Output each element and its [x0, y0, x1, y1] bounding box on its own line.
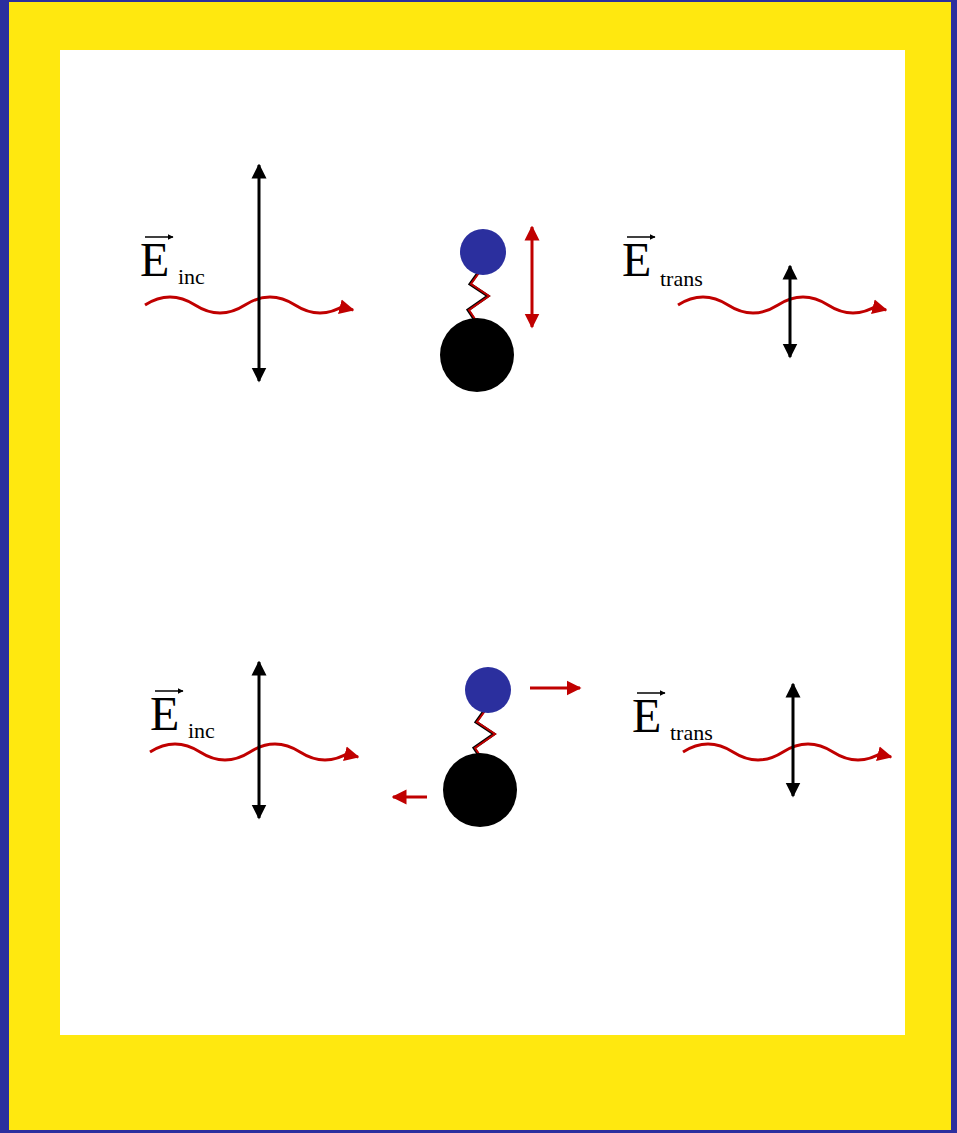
- heavy-atom: [443, 753, 517, 827]
- wave-arrow: [345, 305, 353, 310]
- wave: [150, 744, 350, 760]
- motion-arrow: [393, 796, 427, 799]
- wave: [678, 297, 878, 313]
- spring: [469, 270, 489, 322]
- field-symbol: E: [150, 690, 179, 738]
- subscript: trans: [670, 722, 713, 744]
- light-atom: [465, 667, 511, 713]
- motion-arrow: [530, 687, 580, 690]
- vibration-arrow: [531, 227, 534, 327]
- subscript: inc: [178, 266, 205, 288]
- subscript: inc: [188, 720, 215, 742]
- field-arrow: [258, 662, 261, 818]
- field-symbol: E: [632, 692, 661, 740]
- yellow-frame: [9, 2, 951, 1130]
- white-panel: [60, 50, 905, 1035]
- wave-arrow: [883, 752, 891, 757]
- spring: [468, 270, 488, 322]
- field-symbol: E: [140, 236, 169, 284]
- subscript: trans: [660, 268, 703, 290]
- spring: [475, 708, 495, 760]
- field-arrow: [789, 266, 792, 357]
- wave: [683, 744, 883, 760]
- spring: [474, 708, 494, 760]
- field-arrow: [258, 165, 261, 381]
- wave-arrow: [350, 752, 358, 757]
- field-arrow: [792, 684, 795, 796]
- light-atom: [460, 229, 506, 275]
- wave: [145, 297, 345, 313]
- wave-arrow: [878, 305, 886, 310]
- field-symbol: E: [622, 236, 651, 284]
- heavy-atom: [440, 318, 514, 392]
